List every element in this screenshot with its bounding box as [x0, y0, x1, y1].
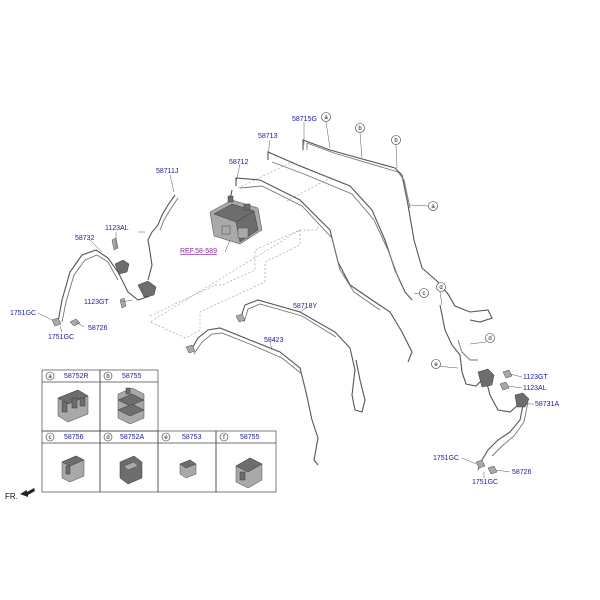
label-1123GT-right: 1123GT — [523, 374, 548, 381]
callout-b-right: b — [391, 135, 401, 145]
label-58712: 58712 — [229, 159, 249, 166]
svg-text:58756: 58756 — [64, 434, 84, 441]
reference-outline — [149, 220, 319, 339]
clip-58753-image — [179, 459, 197, 479]
legend-cell-d: d 58752A — [103, 432, 144, 442]
label-1751GC-left-b: 1751GC — [48, 334, 74, 341]
brake-pipes-lower — [185, 299, 366, 466]
left-brake-hose-group — [51, 194, 179, 327]
callout-b-top: b — [355, 123, 365, 133]
svg-text:d: d — [439, 285, 442, 291]
svg-text:b: b — [106, 374, 110, 380]
clip-58755-image-bottom — [235, 457, 263, 489]
svg-text:a: a — [324, 115, 328, 121]
label-1123GT-left: 1123GT — [84, 299, 109, 306]
callout-a-right: a — [428, 201, 438, 211]
legend-cell-c: c 58756 — [45, 432, 84, 442]
label-1751GC-left-a: 1751GC — [10, 310, 36, 317]
legend-cell-a: a 58752R — [45, 371, 89, 381]
label-58711J: 58711J — [156, 168, 178, 175]
label-1123AL-left: 1123AL — [105, 225, 129, 232]
svg-text:e: e — [434, 362, 438, 368]
label-58732: 58732 — [75, 235, 95, 242]
label-58423: 58423 — [264, 337, 284, 344]
reference-label: REF.58-589 — [180, 248, 217, 255]
callout-d-top: d — [436, 282, 446, 292]
label-1751GC-right-a: 1751GC — [433, 455, 459, 462]
svg-text:d: d — [106, 435, 109, 441]
svg-text:58755: 58755 — [122, 373, 142, 380]
svg-text:b: b — [358, 126, 362, 132]
svg-text:a: a — [48, 374, 52, 380]
label-58718Y: 58718Y — [293, 303, 317, 310]
svg-text:f: f — [223, 435, 225, 441]
front-arrow-icon — [20, 488, 35, 497]
clip-58755-image-top — [117, 387, 145, 425]
svg-text:a: a — [431, 204, 435, 210]
callout-c: c — [419, 288, 429, 298]
label-58715G: 58715G — [292, 116, 317, 123]
right-brake-hose-group — [475, 368, 530, 475]
svg-text:58752R: 58752R — [64, 373, 89, 380]
svg-text:FR.: FR. — [5, 492, 18, 501]
callout-a-top: a — [321, 112, 331, 122]
front-indicator: FR. — [5, 488, 35, 501]
brake-pipes-upper — [229, 139, 493, 387]
svg-text:58752A: 58752A — [120, 434, 144, 441]
label-58713: 58713 — [258, 133, 278, 140]
legend-cell-b: b 58755 — [103, 371, 142, 381]
clip-58752A-image — [119, 455, 143, 485]
clip-legend: a 58752R b 58755 c 58756 d 58752A e 5875… — [41, 369, 277, 493]
svg-text:58753: 58753 — [182, 434, 202, 441]
clip-58752R-image — [57, 389, 89, 423]
label-58731A: 58731A — [535, 401, 559, 408]
svg-text:c: c — [49, 435, 52, 441]
svg-text:b: b — [394, 138, 398, 144]
svg-text:d: d — [488, 336, 491, 342]
svg-text:58755: 58755 — [240, 434, 260, 441]
clip-58756-image — [61, 455, 85, 483]
callout-d-right: d — [485, 333, 495, 343]
label-58726-right: 58726 — [512, 469, 532, 476]
callout-e: e — [431, 359, 441, 369]
reference-outline-upper — [237, 161, 331, 203]
legend-cell-e: e 58753 — [161, 432, 202, 442]
legend-cell-f: f 58755 — [219, 432, 260, 442]
svg-text:c: c — [423, 291, 426, 297]
label-1123AL-right: 1123AL — [523, 385, 547, 392]
svg-text:e: e — [164, 435, 168, 441]
label-1751GC-right-b: 1751GC — [472, 479, 498, 486]
leader-lines — [37, 121, 534, 478]
abs-module — [209, 195, 263, 253]
label-58726-left: 58726 — [88, 325, 108, 332]
